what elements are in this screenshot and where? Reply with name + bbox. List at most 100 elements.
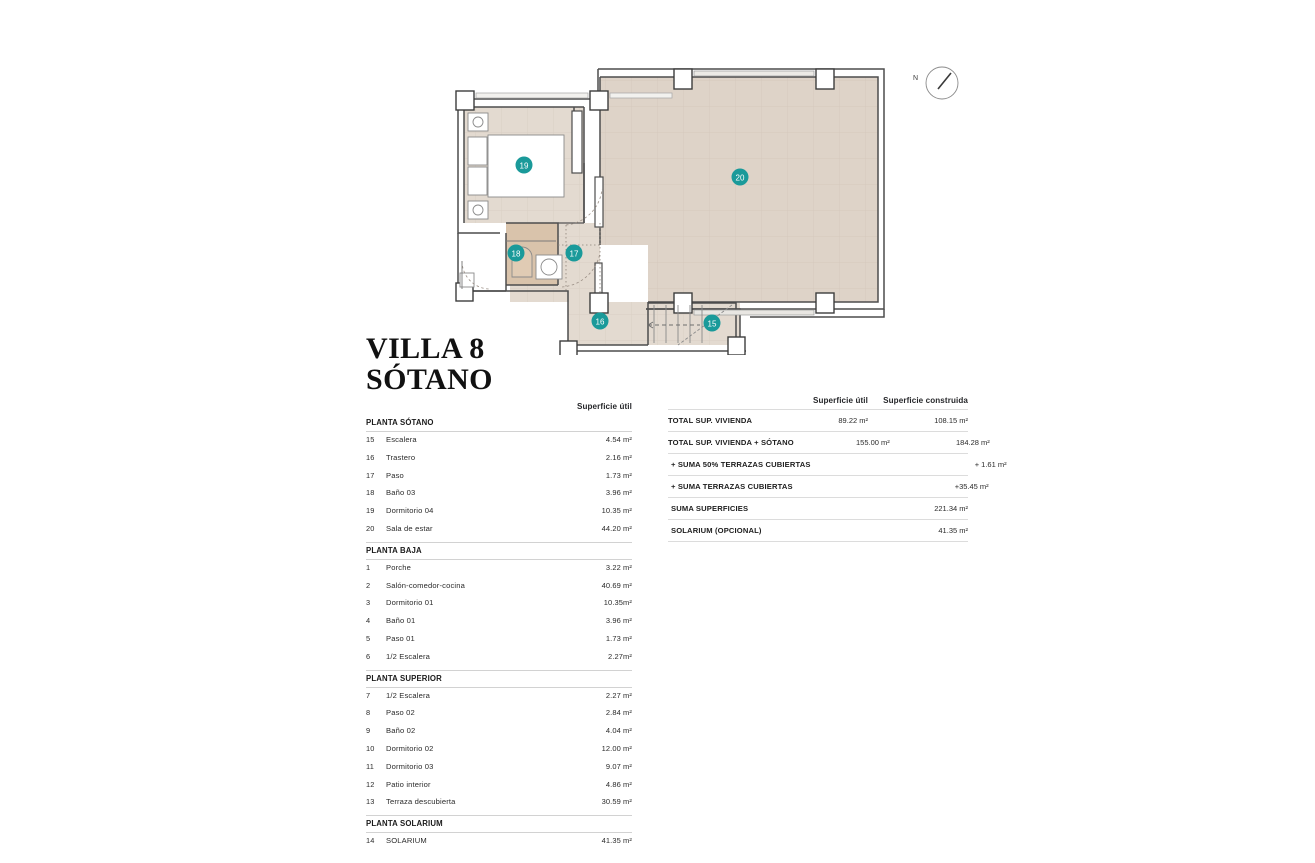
floor-fills (464, 77, 878, 345)
row-room-name: 1/2 Escalera (386, 651, 431, 661)
row-room-name: Paso 01 (386, 633, 415, 643)
row-area-value: 41.35 m² (601, 836, 632, 846)
svg-text:18: 18 (512, 250, 521, 259)
row-area-value: 2.27m² (608, 651, 632, 661)
summary-label: TOTAL SUP. VIVIENDA + SÓTANO (668, 438, 794, 447)
summary-construida-value: 184.28 m² (956, 438, 990, 447)
door-swing-arcs (461, 188, 603, 290)
table-row: 8 Paso 02 2.84 m² (366, 708, 632, 726)
summary-label: SOLARIUM (OPCIONAL) (671, 526, 762, 535)
row-room-name: Dormitorio 01 (386, 598, 434, 608)
compass-circle (925, 66, 959, 100)
room-markers: 19 20 18 17 16 15 (507, 156, 749, 332)
page-title: VILLA 8 SÓTANO (366, 332, 696, 396)
row-room-name: Dormitorio 04 (386, 506, 434, 516)
row-number: 13 (366, 797, 375, 807)
row-area-value: 1.73 m² (605, 470, 632, 480)
bedroom-furniture (467, 112, 565, 220)
summary-label: SUMA SUPERFICIES (671, 504, 749, 513)
row-room-name: 1/2 Escalera (386, 690, 431, 700)
table-left-column-headers: Superficie útil (366, 402, 632, 415)
row-number: 10 (366, 743, 375, 753)
svg-text:15: 15 (708, 320, 717, 329)
row-number: 2 (366, 580, 371, 590)
summary-row: SOLARIUM (OPCIONAL) 41.35 m² (668, 520, 968, 542)
row-area-value: 3.96 m² (605, 616, 632, 626)
room-marker-16: 16 (591, 312, 609, 330)
row-number: 1 (366, 562, 371, 572)
summary-row: + SUMA TERRAZAS CUBIERTAS+35.45 m² (668, 476, 989, 498)
compass-north-label: N (913, 75, 918, 82)
row-area-value: 2.27 m² (605, 690, 632, 700)
section-heading: PLANTA SOLARIUM (366, 816, 632, 834)
section-heading: PLANTA SUPERIOR (366, 671, 632, 688)
summary-construida-value: +35.45 m² (954, 482, 989, 491)
table-right-column-headers: Superficie útil Superficie construida (668, 396, 968, 409)
summary-util-value: 89.22 m² (838, 416, 868, 425)
section-heading: PLANTA SÓTANO (366, 415, 632, 432)
row-room-name: Dormitorio 02 (386, 743, 434, 753)
summary-construida-value: 41.35 m² (938, 526, 968, 535)
summary-totals-table: Superficie útil Superficie construida TO… (668, 396, 1007, 542)
svg-text:19: 19 (520, 162, 529, 171)
door-leaves (461, 240, 556, 289)
row-number: 8 (366, 708, 371, 718)
title-line-floor: SÓTANO (366, 362, 493, 396)
summary-construida-value: 108.15 m² (934, 416, 968, 425)
row-room-name: Baño 01 (386, 616, 416, 626)
row-room-name: Dormitorio 03 (386, 761, 434, 771)
row-number: 16 (366, 452, 375, 462)
door-jambs (571, 110, 604, 298)
row-room-name: Paso 02 (386, 708, 415, 718)
row-number: 17 (366, 470, 375, 480)
compass-needle (937, 72, 952, 90)
section-heading: PLANTA BAJA (366, 543, 632, 560)
row-area-value: 2.16 m² (605, 452, 632, 462)
row-area-value: 3.96 m² (605, 488, 632, 498)
row-room-name: Terraza descubierta (386, 797, 456, 807)
row-number: 15 (366, 435, 375, 444)
summary-construida-value: + 1.61 m² (974, 460, 1007, 469)
row-area-value: 44.20 m² (601, 523, 632, 533)
room-marker-20: 20 (731, 168, 749, 186)
room-marker-17: 17 (565, 244, 583, 262)
table-row: 18 Baño 03 3.96 m² (366, 488, 632, 506)
bathroom-fixtures (459, 246, 563, 288)
room-marker-19: 19 (515, 156, 533, 174)
table-row: 17 Paso 1.73 m² (366, 471, 632, 489)
row-room-name: Paso (386, 470, 404, 480)
row-room-name: Baño 03 (386, 488, 416, 498)
column-header-superficie-util-right: Superficie útil (812, 396, 868, 405)
row-room-name: Escalera (386, 435, 417, 444)
staircase (647, 304, 733, 346)
row-area-value: 2.84 m² (605, 708, 632, 718)
row-area-value: 40.69 m² (601, 580, 632, 590)
row-area-value: 3.22 m² (605, 562, 632, 572)
table-row: 4 Baño 01 3.96 m² (366, 616, 632, 634)
summary-label: TOTAL SUP. VIVIENDA (668, 416, 753, 425)
title-line-villa: VILLA 8 (366, 332, 485, 365)
row-number: 9 (366, 726, 371, 736)
row-number: 18 (366, 488, 375, 498)
row-number: 4 (366, 616, 371, 626)
row-number: 12 (366, 779, 375, 789)
row-number: 6 (366, 651, 371, 661)
row-number: 11 (366, 761, 375, 771)
